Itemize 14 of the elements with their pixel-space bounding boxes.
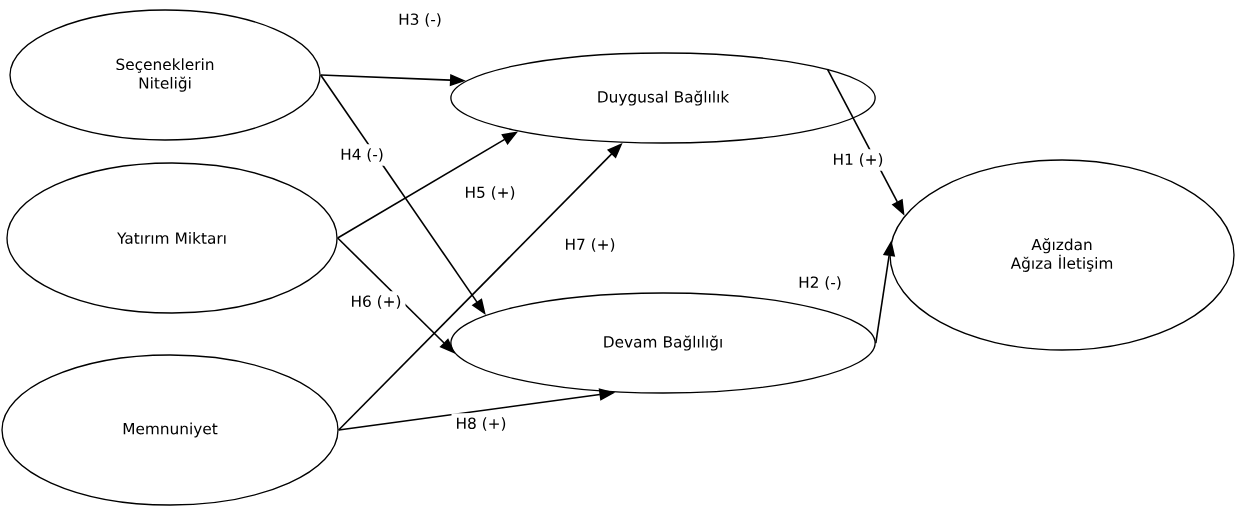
- ellipse-node: Memnuniyet: [1, 354, 339, 506]
- edge-label: H1 (+): [828, 149, 888, 171]
- ellipse-node: Duygusal Bağlılık: [450, 52, 876, 144]
- ellipse-node: Seçeneklerin Niteliği: [9, 9, 321, 141]
- edge-label: H6 (+): [346, 291, 406, 313]
- edge-label: H2 (-): [794, 272, 846, 294]
- edge-label: H3 (-): [394, 9, 446, 31]
- edge-label: H7 (+): [560, 234, 620, 256]
- ellipse-node: Yatırım Miktarı: [6, 162, 338, 314]
- edge-label: H4 (-): [336, 144, 388, 166]
- edge-label: H8 (+): [451, 413, 511, 435]
- edge-label: H5 (+): [460, 182, 520, 204]
- ellipse-node: Ağızdan Ağıza İletişim: [889, 159, 1235, 351]
- ellipse-node: Devam Bağlılığı: [450, 292, 876, 394]
